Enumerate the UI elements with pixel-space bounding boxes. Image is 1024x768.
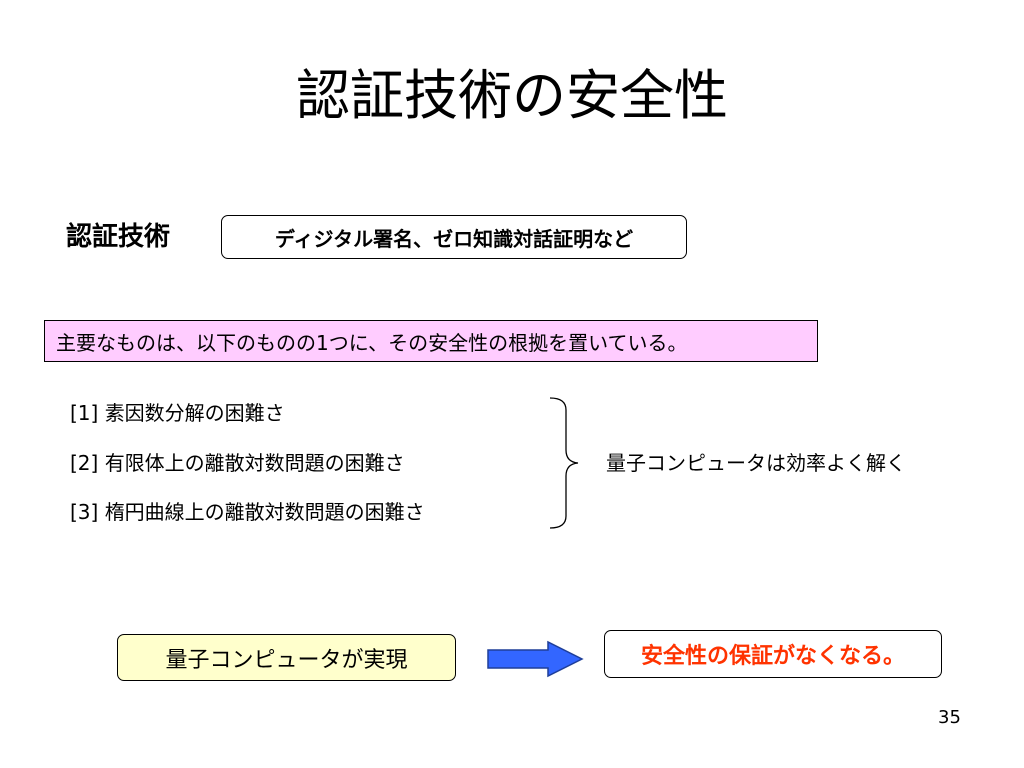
auth-examples-text: ディジタル署名、ゼロ知識対話証明など <box>274 226 634 251</box>
right-curly-brace-icon <box>549 397 579 529</box>
security-lost-box: 安全性の保証がなくなる。 <box>604 630 942 678</box>
slide-title: 認証技術の安全性 <box>296 64 728 127</box>
problem-item-elliptic-curve-dlp: [3] 楕円曲線上の離散対数問題の困難さ <box>70 500 425 524</box>
auth-examples-box: ディジタル署名、ゼロ知識対話証明など <box>221 215 687 259</box>
quantum-realized-text: 量子コンピュータが実現 <box>165 647 408 673</box>
quantum-solves-note: 量子コンピュータは効率よく解く <box>606 451 906 475</box>
quantum-realized-box: 量子コンピュータが実現 <box>117 634 456 681</box>
right-arrow-icon <box>487 640 584 678</box>
problem-item-finite-field-dlp: [2] 有限体上の離散対数問題の困難さ <box>70 451 405 475</box>
page-number: 35 <box>938 707 961 728</box>
security-basis-text: 主要なものは、以下のものの1つに、その安全性の根拠を置いている。 <box>56 330 688 355</box>
security-lost-text: 安全性の保証がなくなる。 <box>640 644 905 669</box>
problem-item-factoring: [1] 素因数分解の困難さ <box>70 401 285 425</box>
auth-technology-label: 認証技術 <box>66 222 171 252</box>
security-basis-note: 主要なものは、以下のものの1つに、その安全性の根拠を置いている。 <box>44 320 818 362</box>
